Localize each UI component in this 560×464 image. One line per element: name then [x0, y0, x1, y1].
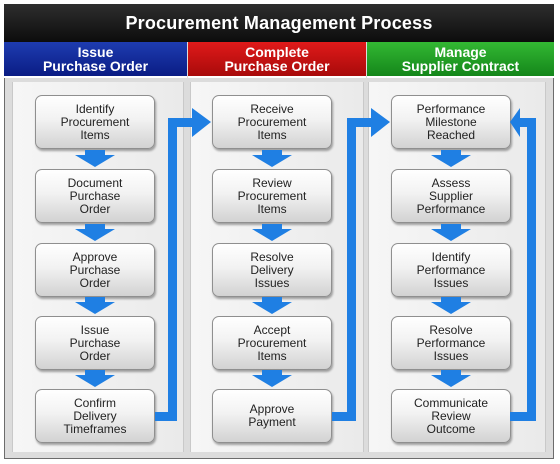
- column-header-manage-supplier-contract: Manage Supplier Contract: [367, 42, 554, 78]
- down-arrow-icon: [75, 224, 115, 241]
- column-header-line2: Supplier Contract: [401, 58, 520, 74]
- down-arrow-icon: [431, 370, 471, 387]
- step-performance-milestone-reached: Performance Milestone Reached: [391, 95, 511, 149]
- down-arrow-icon: [75, 297, 115, 314]
- down-arrow-icon: [431, 297, 471, 314]
- step-approve-payment: Approve Payment: [212, 389, 332, 443]
- step-resolve-delivery-issues: Resolve Delivery Issues: [212, 243, 332, 297]
- step-communicate-review-outcome: Communicate Review Outcome: [391, 389, 511, 443]
- step-identify-performance-issues: Identify Performance Issues: [391, 243, 511, 297]
- down-arrow-icon: [252, 297, 292, 314]
- column-header-complete-purchase-order: Complete Purchase Order: [188, 42, 366, 78]
- down-arrow-icon: [75, 150, 115, 167]
- step-identify-procurement-items: Identify Procurement Items: [35, 95, 155, 149]
- column-header-line1: Issue: [77, 44, 114, 60]
- column-header-line2: Purchase Order: [42, 58, 149, 74]
- step-issue-purchase-order: Issue Purchase Order: [35, 316, 155, 370]
- step-resolve-performance-issues: Resolve Performance Issues: [391, 316, 511, 370]
- down-arrow-icon: [252, 370, 292, 387]
- step-review-procurement-items: Review Procurement Items: [212, 169, 332, 223]
- down-arrow-icon: [431, 150, 471, 167]
- column-header-line2: Purchase Order: [224, 58, 330, 74]
- step-approve-purchase-order: Approve Purchase Order: [35, 243, 155, 297]
- step-assess-supplier-performance: Assess Supplier Performance: [391, 169, 511, 223]
- step-confirm-delivery-timeframes: Confirm Delivery Timeframes: [35, 389, 155, 443]
- column-header-line1: Manage: [434, 44, 487, 60]
- step-document-purchase-order: Document Purchase Order: [35, 169, 155, 223]
- down-arrow-icon: [252, 150, 292, 167]
- diagram-title: Procurement Management Process: [4, 4, 554, 42]
- connector-arrow-icon: [332, 108, 390, 421]
- column-header-line1: Complete: [245, 44, 309, 60]
- column-header-issue-purchase-order: Issue Purchase Order: [4, 42, 187, 78]
- step-receive-procurement-items: Receive Procurement Items: [212, 95, 332, 149]
- down-arrow-icon: [75, 370, 115, 387]
- down-arrow-icon: [252, 224, 292, 241]
- down-arrow-icon: [431, 224, 471, 241]
- step-accept-procurement-items: Accept Procurement Items: [212, 316, 332, 370]
- loop-back-arrow-icon: [510, 108, 536, 421]
- connector-arrow-icon: [155, 108, 211, 421]
